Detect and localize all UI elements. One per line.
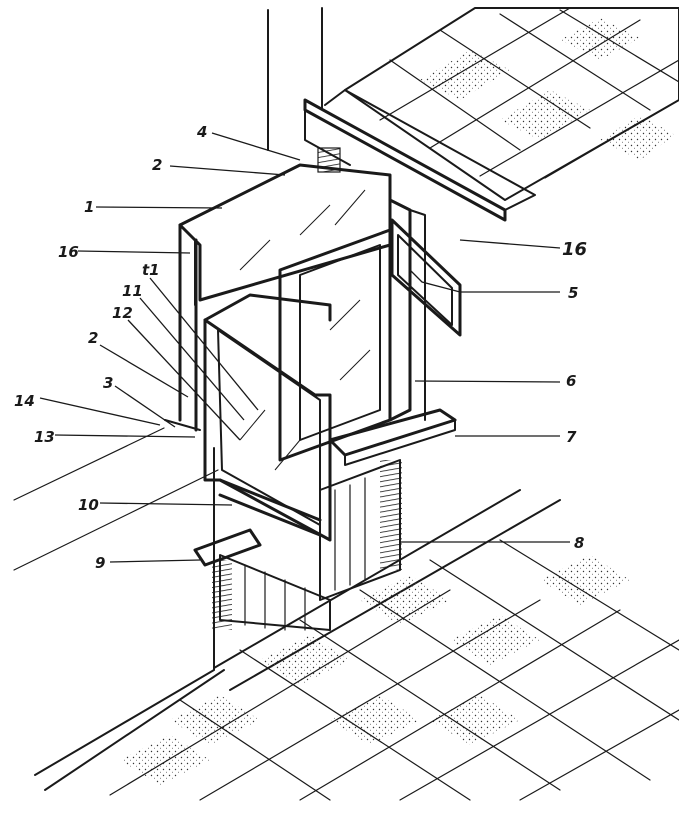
- label-14: 14: [14, 392, 35, 410]
- label-4: 4: [196, 123, 207, 141]
- label-7: 7: [566, 428, 577, 446]
- label-16-left: 16: [58, 243, 79, 261]
- label-11: 11: [122, 282, 143, 300]
- label-1: 1: [84, 198, 94, 216]
- upper-floor-tiles: [344, 7, 679, 201]
- upper-fixed-pane: [178, 163, 392, 306]
- rear-sash: [278, 228, 392, 462]
- label-2-mid: 2: [88, 329, 98, 347]
- right-casement: [388, 198, 462, 422]
- label-6: 6: [566, 372, 576, 390]
- label-10: 10: [78, 496, 99, 514]
- open-casement: [203, 318, 332, 542]
- label-16-right: 16: [562, 239, 587, 260]
- label-t1: t1: [142, 261, 160, 279]
- window-sill: [328, 408, 457, 466]
- label-12: 12: [112, 304, 133, 322]
- label-8: 8: [574, 534, 584, 552]
- label-3: 3: [103, 374, 113, 392]
- tilted-top-pane: [203, 293, 332, 322]
- label-13: 13: [34, 428, 55, 446]
- label-5: 5: [568, 284, 578, 302]
- radiator: [212, 459, 402, 631]
- seal-block: [317, 147, 341, 173]
- left-frame-post: [164, 223, 201, 432]
- wall-outline: [13, 7, 323, 791]
- lower-floor-tiles: [109, 489, 679, 801]
- lower-ledge: [193, 528, 262, 567]
- label-9: 9: [95, 554, 105, 572]
- label-2-top: 2: [152, 156, 162, 174]
- leader-lines: [39, 132, 570, 563]
